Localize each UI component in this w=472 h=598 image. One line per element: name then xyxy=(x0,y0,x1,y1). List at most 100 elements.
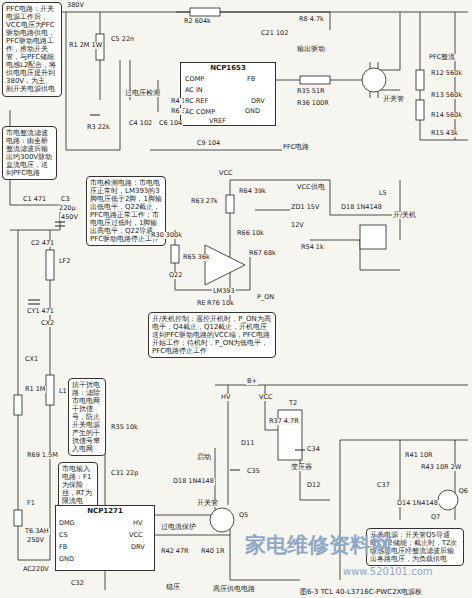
callout-box: 市电整流滤波电路：由全桥整流滤波后输出约300V脉动直流电压，送到PFC电路 xyxy=(2,126,57,180)
wire xyxy=(66,12,120,150)
comparator-symbol xyxy=(205,245,245,285)
ic-name: NCP1653 xyxy=(184,64,272,72)
part-label: R36 100R xyxy=(296,100,330,107)
fuse-symbol xyxy=(14,510,22,526)
part-label: 高压供电电路 xyxy=(212,586,256,593)
mosfet-symbol xyxy=(210,508,234,532)
part-label: R76 10k xyxy=(206,300,235,307)
pin-label: CS xyxy=(58,532,69,539)
part-label: R54 1k xyxy=(300,244,325,251)
part-label: VCC xyxy=(258,394,274,401)
mosfet-symbol xyxy=(362,68,386,92)
pin-label: DRV xyxy=(250,98,266,105)
pin-label: GND xyxy=(58,556,75,563)
part-label: 380V xyxy=(66,2,85,9)
pin-label: COMP xyxy=(184,76,205,83)
resistor-symbol xyxy=(416,100,424,120)
watermark: www.520101.com xyxy=(342,566,434,577)
part-label: 250V xyxy=(26,537,45,544)
part-label: C6 104 xyxy=(158,120,183,127)
part-label: AC220V xyxy=(22,566,50,573)
part-label: R14 560k xyxy=(430,112,463,119)
part-label: D18 1N4148 xyxy=(340,204,383,211)
wire xyxy=(155,448,300,580)
part-label: PFC电路 xyxy=(282,144,310,151)
part-label: F1 xyxy=(26,500,36,507)
part-label: C31 22p xyxy=(110,470,139,477)
part-label: T2 xyxy=(288,400,298,407)
pin-label: FB xyxy=(246,76,256,83)
part-label: R15 43k xyxy=(430,130,459,137)
wire xyxy=(105,410,468,590)
resistor-symbol xyxy=(300,76,330,84)
pin-label: RC REF xyxy=(184,98,209,105)
part-label: 过电压检测 xyxy=(124,90,161,97)
pin-label: AC IN xyxy=(184,87,204,94)
part-label: D12 xyxy=(306,482,321,489)
part-label: Q6 xyxy=(458,488,469,495)
part-label: 开关管 xyxy=(382,96,405,103)
callout-box: PFC电路：开关电源工作后，VCC电压为PFC驱动电路供电，PFC驱动电路工作，… xyxy=(2,2,62,97)
wire xyxy=(100,12,300,150)
pin-label: FB xyxy=(58,544,68,551)
pin-label: VREF xyxy=(208,118,227,125)
part-label: 输出驱动 xyxy=(296,46,326,53)
wire xyxy=(230,180,400,300)
part-label: D11 xyxy=(240,440,255,447)
part-label: LM393 xyxy=(212,288,236,295)
part-label: R35 10k xyxy=(110,424,139,431)
part-label: R42 47R xyxy=(160,548,190,555)
part-label: R13 560k xyxy=(430,92,463,99)
part-label: C21 102 xyxy=(260,30,289,37)
part-label: B+ xyxy=(246,378,258,385)
part-label: D18 1N4148 xyxy=(172,478,215,485)
callout-text: 市电整流滤波电路：由全桥整流滤波后输出约300V脉动直流电压，送到PFC电路 xyxy=(6,129,53,177)
part-label: CY1 471 xyxy=(26,308,55,315)
part-label: R63 27k xyxy=(190,198,219,205)
pin-label: AC COMP xyxy=(184,109,216,116)
wire xyxy=(215,385,468,505)
part-label: R69 1.5M xyxy=(26,452,59,459)
part-label: T6.3AH xyxy=(24,528,50,535)
wire xyxy=(420,12,468,140)
part-label: 12V xyxy=(290,222,305,229)
wire xyxy=(175,210,300,290)
pin-label: HV xyxy=(132,520,143,527)
part-label: R37 4.7R xyxy=(268,418,300,425)
part-label: C32 xyxy=(70,580,85,587)
part-label: R2 604k xyxy=(183,18,212,25)
capacitor-symbol xyxy=(28,115,305,470)
part-label: 变压器 xyxy=(290,464,313,471)
part-label: R8 4.7k xyxy=(298,16,325,23)
part-label: 过电流保护 xyxy=(160,524,197,531)
part-label: R1 1M xyxy=(24,386,46,393)
inductor-symbol xyxy=(190,8,220,16)
watermark: 家电维修资料网 xyxy=(244,534,393,557)
part-label: R43 10R 2W xyxy=(420,464,462,471)
part-label: P_ON xyxy=(256,294,275,301)
part-label: Q5 xyxy=(238,512,249,519)
part-label: Q7 xyxy=(430,514,441,521)
part-label: HV xyxy=(220,394,231,401)
part-label: VCC供电 xyxy=(296,184,326,191)
callout-box: 抗干扰电路：滤除市电电网干扰信号，防止开关电源产生的干扰信号窜入电网 xyxy=(68,378,106,456)
part-label: C9 104 xyxy=(196,140,221,147)
part-label: C34 xyxy=(306,446,321,453)
callout-text: PFC电路：开关电源工作后，VCC电压为PFC驱动电路供电，PFC驱动电路工作，… xyxy=(6,5,58,94)
part-label: Q22 xyxy=(168,272,183,279)
part-label: 启动 xyxy=(196,454,212,461)
part-label: R1 2M 1W xyxy=(68,42,103,49)
filter-choke xyxy=(46,375,54,405)
ic-name: NCP1271 xyxy=(59,507,151,515)
part-label: R67 68k xyxy=(248,250,277,257)
resistor-symbol xyxy=(14,395,22,415)
part-label: R64 39k xyxy=(238,188,267,195)
part-label: C3 xyxy=(60,196,71,203)
transistor-symbol xyxy=(438,490,458,510)
part-label: 开关管 xyxy=(196,500,219,507)
part-label: C37 xyxy=(376,482,391,489)
part-label: 450V xyxy=(60,214,79,221)
part-label: D14 1N4148 xyxy=(396,500,439,507)
wire xyxy=(275,12,400,98)
part-label: C1 471 xyxy=(22,196,47,203)
